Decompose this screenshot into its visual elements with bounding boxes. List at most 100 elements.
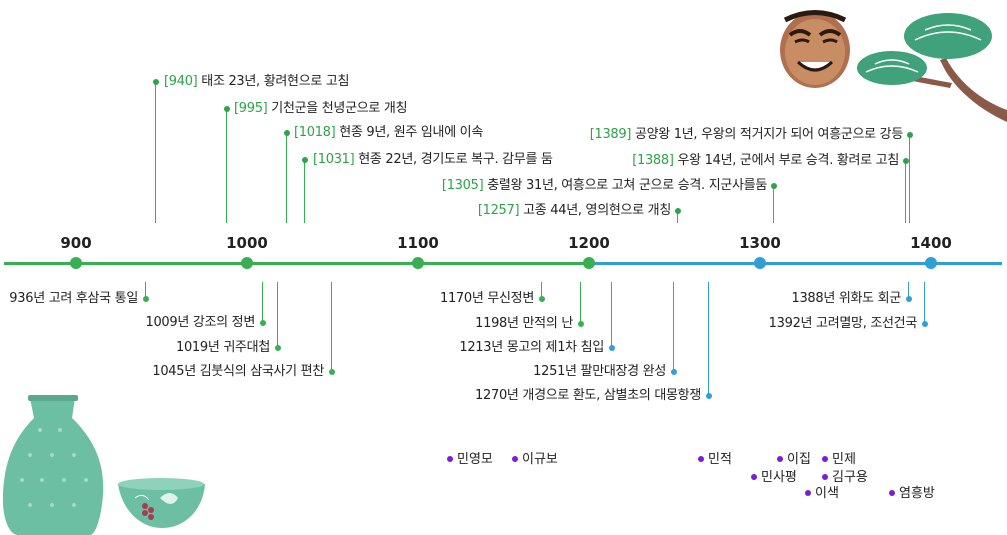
event-year-code: [995]: [234, 101, 268, 116]
event-connector: [905, 161, 906, 223]
year-dot: [925, 257, 937, 269]
timeline-axis-early: [4, 262, 590, 265]
event-connector: [331, 282, 332, 372]
event-connector: [611, 282, 612, 348]
person-name: 민영모: [457, 452, 493, 467]
person-dot: [805, 489, 811, 496]
event-dot: [274, 345, 281, 351]
event-dot: [674, 208, 681, 214]
event-description: 공양왕 1년, 우왕의 적거지가 되어 여흥군으로 강등: [631, 127, 903, 142]
event-connector: [708, 282, 709, 396]
event-connector: [541, 282, 542, 299]
person-name: 민적: [708, 452, 732, 467]
event-dot: [906, 132, 913, 138]
person-dot: [698, 455, 704, 462]
year-dot: [241, 257, 253, 269]
person-dot: [751, 473, 757, 480]
event-connector: [277, 282, 278, 348]
mask-illustration: [780, 10, 850, 88]
event-year-code: [1305]: [441, 178, 484, 193]
year-label: 1300: [739, 234, 781, 252]
national-event: 1251년 팔만대장경 완성: [533, 364, 666, 379]
person-item: 이집: [777, 452, 811, 468]
year-label: 1400: [910, 234, 952, 252]
person-item: 김구용: [822, 470, 868, 486]
person-item: 민적: [698, 452, 732, 468]
person-name: 이규보: [522, 452, 558, 467]
event-description: 태조 23년, 황려현으로 고침: [197, 74, 350, 89]
event-dot: [301, 157, 308, 163]
event-dot: [142, 296, 149, 302]
person-name: 민제: [832, 452, 856, 467]
person-dot: [512, 455, 518, 462]
event-dot: [608, 345, 615, 351]
event-description: 현종 22년, 경기도로 복구. 감무를 둠: [354, 152, 553, 167]
event-dot: [770, 183, 777, 189]
event-dot: [670, 369, 677, 375]
local-event: [1305] 충렬왕 31년, 여흥으로 고쳐 군으로 승격. 지군사를둠: [442, 178, 767, 194]
event-dot: [705, 393, 712, 399]
year-dot: [70, 257, 82, 269]
event-connector: [673, 282, 674, 372]
event-year-code: [1388]: [632, 153, 674, 168]
person-item: 염흥방: [889, 486, 935, 502]
event-connector: [262, 282, 263, 323]
event-description: 기천군을 천녕군으로 개칭: [267, 101, 408, 116]
event-dot: [152, 79, 159, 85]
event-connector: [773, 186, 774, 223]
person-name: 김구용: [832, 470, 868, 485]
event-connector: [580, 282, 581, 324]
person-name: 염흥방: [899, 486, 935, 501]
event-year-code: [1389]: [589, 127, 632, 142]
national-event: 1270년 개경으로 환도, 삼별초의 대몽항쟁: [475, 388, 701, 403]
person-item: 이규보: [512, 452, 558, 468]
person-dot: [447, 455, 453, 462]
celadon-bowl-illustration: [118, 478, 205, 528]
person-item: 민제: [822, 452, 856, 468]
national-event: 1392년 고려멸망, 조선건국: [768, 316, 918, 331]
local-event: [1257] 고종 44년, 영의현으로 개칭: [478, 203, 671, 219]
event-connector: [677, 211, 678, 223]
person-dot: [822, 455, 828, 462]
year-label: 1000: [226, 234, 268, 252]
event-year-code: [940]: [164, 74, 198, 89]
national-event: 936년 고려 후삼국 통일: [9, 291, 138, 306]
person-dot: [777, 455, 783, 462]
person-name: 민사평: [761, 470, 797, 485]
celadon-vase-illustration: [2, 395, 104, 535]
national-event: 1213년 몽고의 제1차 침입: [459, 340, 604, 355]
event-dot: [259, 320, 266, 326]
event-dot: [538, 296, 545, 302]
event-year-code: [1257]: [477, 203, 520, 218]
event-dot: [905, 296, 912, 302]
event-connector: [155, 82, 156, 223]
event-description: 충렬왕 31년, 여흥으로 고쳐 군으로 승격. 지군사를둠: [483, 178, 767, 193]
event-dot: [577, 321, 584, 327]
local-event: [1389] 공양왕 1년, 우왕의 적거지가 되어 여흥군으로 강등: [589, 127, 904, 143]
local-event: [1018] 현종 9년, 원주 임내에 이속: [294, 125, 483, 141]
event-description: 고종 44년, 영의현으로 개칭: [519, 203, 671, 218]
person-dot: [822, 473, 828, 480]
person-item: 민사평: [751, 470, 797, 486]
year-label: 900: [60, 234, 92, 252]
event-year-code: [1031]: [313, 152, 355, 167]
event-dot: [283, 130, 290, 136]
local-event: [1031] 현종 22년, 경기도로 복구. 감무를 둠: [313, 152, 553, 168]
event-dot: [921, 321, 928, 327]
local-event: [995] 기천군을 천녕군으로 개칭: [234, 101, 408, 117]
local-event: [940] 태조 23년, 황려현으로 고침: [164, 74, 349, 90]
event-connector: [145, 282, 146, 299]
event-description: 현종 9년, 원주 임내에 이속: [335, 125, 484, 140]
event-dot: [902, 158, 909, 164]
year-dot: [754, 257, 766, 269]
event-connector: [924, 282, 925, 324]
year-label: 1200: [568, 234, 610, 252]
event-connector: [304, 160, 305, 223]
event-connector: [286, 133, 287, 223]
local-event: [1388] 우왕 14년, 군에서 부로 승격. 황려로 고침: [632, 153, 899, 169]
person-dot: [889, 489, 895, 496]
person-item: 이색: [805, 486, 839, 502]
year-label: 1100: [397, 234, 439, 252]
person-item: 민영모: [447, 452, 493, 468]
